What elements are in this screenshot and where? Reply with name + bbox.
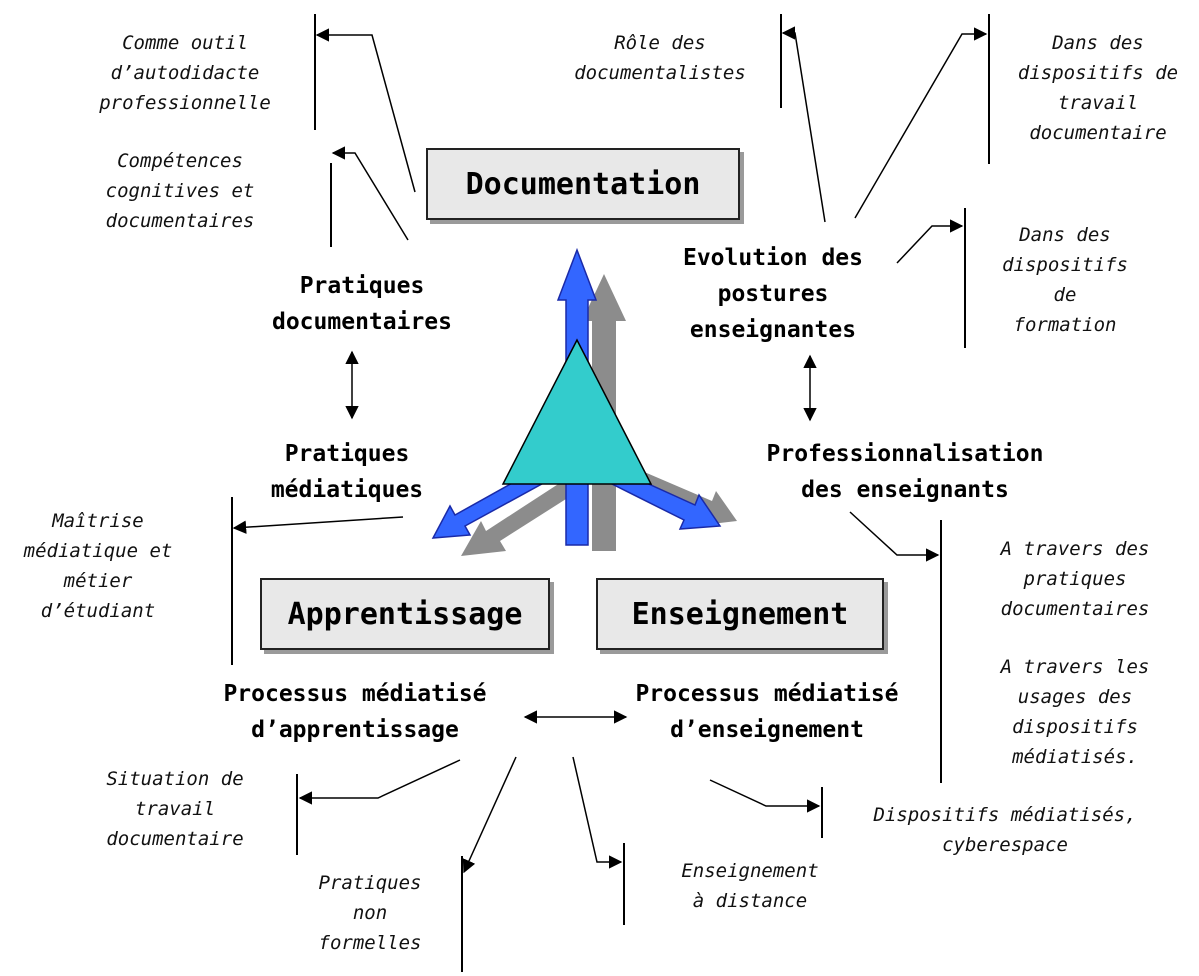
processus-enseignement-label: Processus médiatisé d’enseignement bbox=[635, 681, 899, 743]
bracket-lines bbox=[231, 14, 990, 972]
note-outil-autodidacte: Comme outil d’autodidacte professionnell… bbox=[99, 32, 271, 114]
processus-apprentissage-label: Processus médiatisé d’apprentissage bbox=[223, 681, 487, 743]
pratiques-mediatiques-label: Pratiques médiatiques bbox=[270, 441, 424, 503]
pratiques-documentaires-label: Pratiques documentaires bbox=[271, 273, 452, 335]
core-triangle bbox=[501, 338, 653, 485]
note-a-travers-pratiques: A travers des pratiques documentaires bbox=[1000, 538, 1150, 620]
apprentissage-box: Apprentissage bbox=[260, 578, 550, 650]
enseignement-box: Enseignement bbox=[596, 578, 884, 650]
note-maitrise-mediatique: Maîtrise médiatique et métier d’étudiant bbox=[23, 510, 173, 622]
professionnalisation-label: Professionnalisation des enseignants bbox=[766, 441, 1044, 503]
evolution-postures-label: Evolution des postures enseignantes bbox=[682, 245, 863, 343]
note-dispositifs-travail: Dans des dispositifs de travail document… bbox=[1017, 32, 1179, 144]
documentation-box: Documentation bbox=[426, 148, 740, 220]
note-dispositifs-formation: Dans des dispositifs de formation bbox=[1002, 224, 1128, 336]
connector-arrows bbox=[232, 26, 988, 874]
note-dispositifs-cyberespace: Dispositifs médiatisés, cyberespace bbox=[873, 804, 1137, 856]
note-role-documentalistes: Rôle des documentalistes bbox=[574, 32, 746, 84]
note-enseignement-distance: Enseignement à distance bbox=[681, 860, 819, 912]
note-pratiques-non-formelles: Pratiques non formelles bbox=[318, 872, 422, 954]
note-competences: Compétences cognitives et documentaires bbox=[105, 150, 255, 232]
note-situation-travail: Situation de travail documentaire bbox=[106, 768, 244, 850]
note-a-travers-usages: A travers les usages des dispositifs méd… bbox=[1000, 656, 1150, 768]
